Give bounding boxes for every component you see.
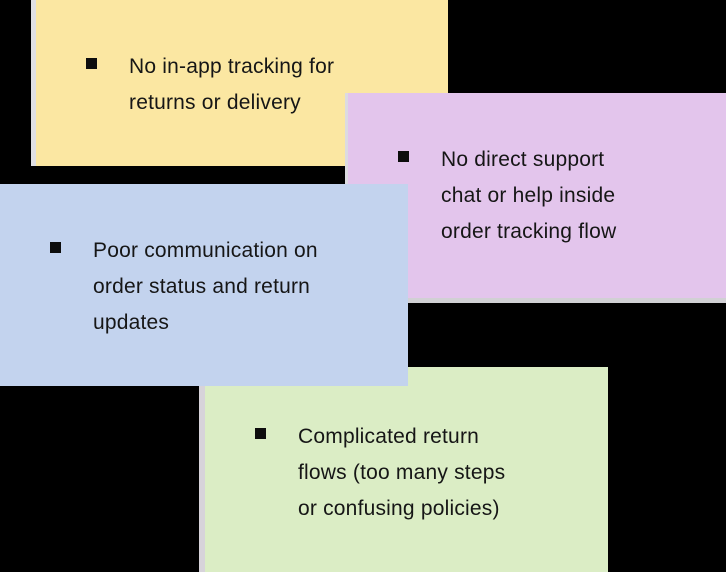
square-bullet-icon	[50, 242, 61, 253]
sticky-note-content: No direct support chat or help inside or…	[348, 93, 726, 250]
sticky-note-text: Poor communication on order status and r…	[93, 239, 318, 334]
sticky-note-green[interactable]: Complicated return flows (too many steps…	[205, 367, 608, 572]
square-bullet-icon	[255, 428, 266, 439]
sticky-note-content: No in-app tracking for returns or delive…	[36, 0, 448, 121]
sticky-note-text: Complicated return flows (too many steps…	[298, 425, 506, 520]
sticky-note-text: No direct support chat or help inside or…	[441, 148, 617, 243]
sticky-note-yellow[interactable]: No in-app tracking for returns or delive…	[36, 0, 448, 166]
sticky-note-content: Complicated return flows (too many steps…	[205, 367, 608, 527]
square-bullet-icon	[86, 58, 97, 69]
sticky-note-content: Poor communication on order status and r…	[0, 184, 408, 341]
sticky-note-purple[interactable]: No direct support chat or help inside or…	[348, 93, 726, 298]
sticky-note-text: No in-app tracking for returns or delive…	[129, 55, 335, 114]
square-bullet-icon	[398, 151, 409, 162]
sticky-note-blue[interactable]: Poor communication on order status and r…	[0, 184, 408, 386]
